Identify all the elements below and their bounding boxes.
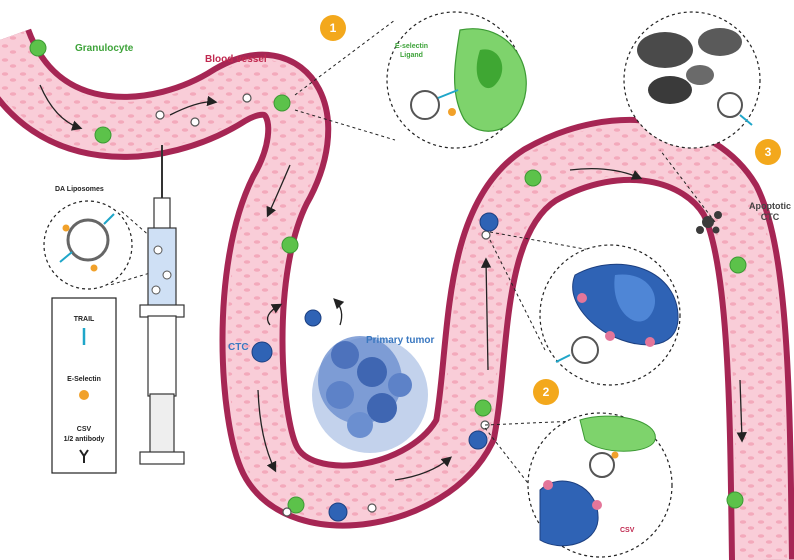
granulocyte-cell — [524, 169, 542, 187]
labels: Granulocyte Blood vessel E-selectin Liga… — [55, 43, 791, 534]
zoom-circle-1 — [386, 11, 527, 149]
primary-tumor — [312, 336, 428, 453]
step-number-2: 2 — [543, 385, 550, 399]
csv-label: CSV — [620, 527, 635, 534]
flow-arrow — [39, 84, 83, 131]
granulocyte-cell — [474, 399, 492, 417]
ctc-cells — [251, 212, 499, 522]
granulocyte-cell — [281, 236, 299, 254]
ctc-cell — [468, 430, 488, 450]
blood-vessel-label: Blood vessel — [205, 54, 267, 65]
step-number-1: 1 — [330, 21, 337, 35]
apoptotic-label: Apoptotic — [749, 201, 791, 211]
zoom-circle-liposome — [43, 200, 133, 290]
granulocyte-cell — [94, 126, 112, 144]
step-badges: 1 2 3 — [320, 15, 781, 405]
legend-trail-label: TRAIL — [74, 316, 95, 323]
ctc-cell — [328, 502, 348, 522]
zoom-circle-2a — [539, 244, 681, 386]
zoom-circle-3 — [623, 11, 761, 149]
step-badge-1 — [320, 15, 346, 41]
granulocyte-label: Granulocyte — [75, 43, 134, 54]
granulocyte-cell — [273, 94, 291, 112]
flow-arrow — [266, 164, 291, 218]
da-liposomes-label: DA Liposomes — [55, 186, 104, 193]
step-number-3: 3 — [765, 145, 772, 159]
legend-box — [51, 297, 117, 474]
liposome — [190, 117, 200, 127]
e-selectin-ligand-label: E-selectin — [395, 43, 428, 50]
flow-arrows — [39, 84, 747, 481]
flow-arrow — [169, 95, 218, 116]
legend-csv-label: CSV — [77, 426, 92, 433]
ctc-cell — [479, 212, 499, 232]
flow-arrow — [480, 257, 492, 371]
flow-arrow — [333, 298, 345, 326]
granulocyte-cell — [287, 496, 305, 514]
liposome — [242, 93, 252, 103]
syringe — [139, 145, 185, 465]
liposome — [155, 110, 165, 120]
apoptotic-ctc — [696, 211, 722, 234]
flow-arrow — [266, 303, 283, 326]
granulocyte-cell — [29, 39, 47, 57]
ctc-label: CTC — [228, 342, 249, 353]
primary-tumor-label: Primary tumor — [366, 335, 434, 346]
ctc-cell — [251, 341, 273, 363]
legend-antibody-label: 1/2 antibody — [64, 436, 105, 443]
flow-arrow — [569, 168, 643, 180]
liposome — [367, 503, 377, 513]
flow-arrow — [394, 456, 452, 481]
flow-arrow — [736, 379, 747, 443]
ligand-label: Ligand — [400, 52, 423, 59]
liposome — [481, 230, 491, 240]
liposome — [282, 507, 292, 517]
csv-antibody-legend-icon — [79, 449, 89, 463]
legend-e-selectin-label: E-Selectin — [67, 376, 101, 383]
granulocyte-cell — [729, 256, 747, 274]
step-badge-3 — [755, 139, 781, 165]
granulocytes — [29, 39, 747, 514]
blood-vessel — [0, 27, 794, 560]
step-badge-2 — [533, 379, 559, 405]
liposomes — [155, 93, 491, 517]
flow-arrow — [257, 389, 277, 473]
zoom-circle-2b — [527, 412, 673, 558]
granulocyte-cell — [726, 491, 744, 509]
ctc-cell — [304, 309, 322, 327]
e-selectin-legend-icon — [79, 390, 89, 400]
apoptotic-ctc-label: CTC — [761, 212, 780, 222]
